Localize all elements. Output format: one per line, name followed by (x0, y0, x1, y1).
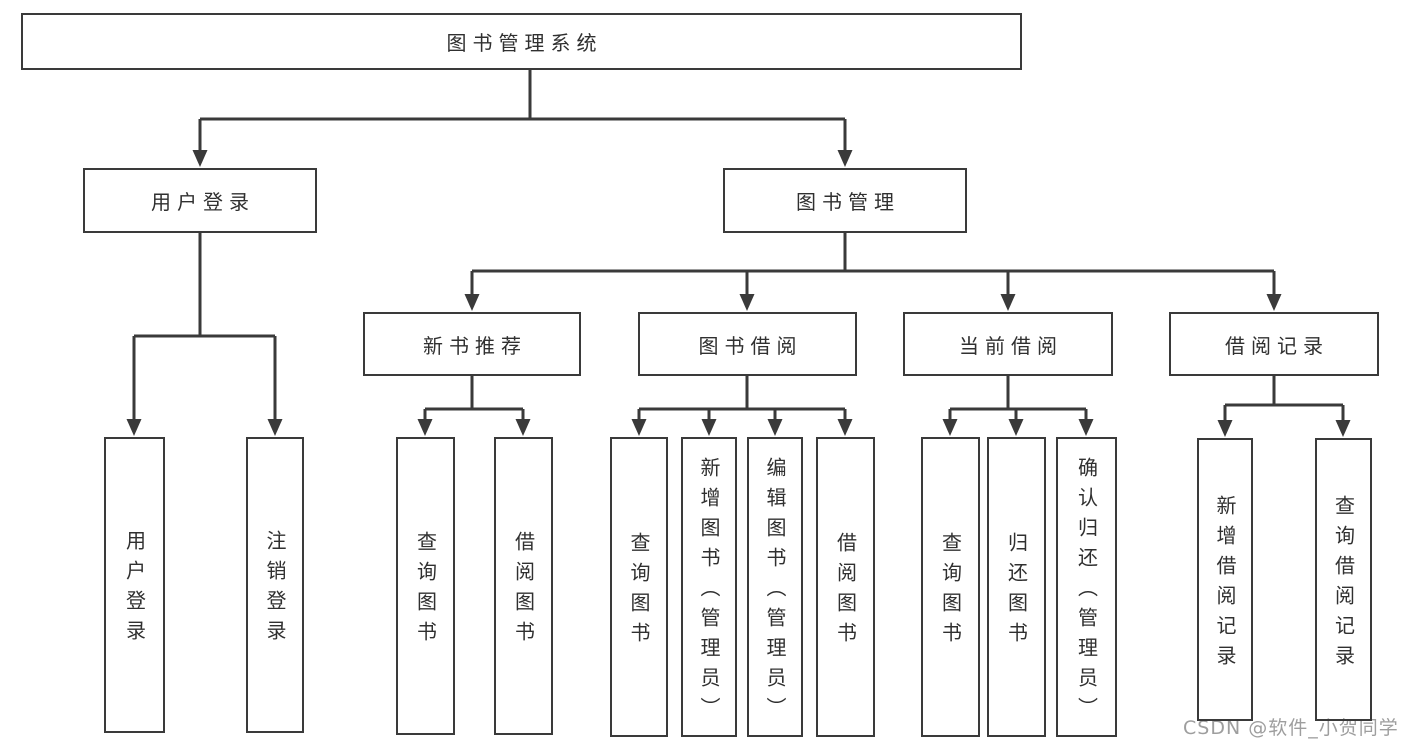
node-label: 新增借阅记录 (1213, 494, 1237, 675)
leaf-logout: 注销登录 (246, 437, 304, 733)
node-label: 查询图书 (627, 532, 651, 652)
arrowhead-icon (1335, 420, 1351, 437)
node-label: 用户登录 (151, 190, 255, 214)
leaf-borrow-books-2: 借阅图书 (816, 437, 875, 737)
node-book-management-branch: 图书管理 (723, 168, 967, 233)
node-label: 借阅记录 (1225, 333, 1329, 358)
connector-new-book-to-leaves (417, 376, 531, 436)
node-label: 当前借阅 (959, 333, 1063, 358)
node-label: 新书推荐 (423, 333, 527, 358)
connector-user-login-to-leaves (126, 233, 283, 436)
node-label: 用户登录 (122, 530, 147, 650)
connector-borrow-record-to-leaves (1217, 376, 1351, 437)
node-label: 查询图书 (413, 531, 438, 651)
arrowhead-icon (767, 419, 783, 436)
arrowhead-icon (701, 419, 717, 436)
connector-root-to-level2 (192, 70, 853, 167)
leaf-borrow-books-1: 借阅图书 (494, 437, 553, 735)
arrowhead-icon (417, 419, 433, 436)
leaf-query-books-1: 查询图书 (396, 437, 455, 735)
node-label: 图书借阅 (698, 333, 803, 358)
leaf-add-book-admin: 新增图书（管理员） (681, 437, 737, 737)
arrowhead-icon (739, 294, 755, 311)
arrowhead-icon (464, 294, 480, 311)
node-new-book-recommend: 新书推荐 (363, 312, 581, 376)
node-current-borrowing: 当前借阅 (903, 312, 1113, 376)
csdn-watermark: CSDN @软件_小贺同学 (1183, 717, 1399, 739)
leaf-query-books-2: 查询图书 (610, 437, 668, 737)
arrowhead-icon (942, 419, 958, 436)
connector-book-mgmt-to-level3 (464, 233, 1282, 311)
connector-book-borrow-to-leaves (631, 376, 853, 436)
leaf-query-books-3: 查询图书 (921, 437, 980, 737)
node-borrowing-records: 借阅记录 (1169, 312, 1379, 376)
node-user-login-branch: 用户登录 (83, 168, 317, 233)
leaf-query-borrow-record: 查询借阅记录 (1315, 438, 1372, 721)
node-label: 图书管理 (796, 190, 900, 214)
node-label: 确认归还（管理员） (1074, 457, 1099, 727)
arrowhead-icon (1078, 419, 1094, 436)
node-label: 归还图书 (1004, 532, 1029, 652)
arrowhead-icon (267, 419, 283, 436)
leaf-confirm-return-admin: 确认归还（管理员） (1056, 437, 1117, 737)
node-label: 借阅图书 (833, 532, 858, 652)
node-label: 编辑图书（管理员） (763, 457, 787, 727)
node-label: 借阅图书 (511, 531, 536, 651)
arrowhead-icon (837, 150, 853, 167)
connector-current-borrow-to-leaves (942, 376, 1094, 436)
node-label: 图书管理系统 (446, 31, 603, 55)
node-library-system-root: 图书管理系统 (21, 13, 1022, 70)
arrowhead-icon (515, 419, 531, 436)
leaf-add-borrow-record: 新增借阅记录 (1197, 438, 1253, 721)
arrowhead-icon (126, 419, 142, 436)
arrowhead-icon (837, 419, 853, 436)
arrowhead-icon (192, 150, 208, 167)
arrowhead-icon (1008, 419, 1024, 436)
leaf-return-book: 归还图书 (987, 437, 1046, 737)
node-label: 新增图书（管理员） (697, 457, 721, 727)
node-label: 查询图书 (938, 532, 963, 652)
node-label: 注销登录 (263, 530, 287, 650)
leaf-edit-book-admin: 编辑图书（管理员） (747, 437, 803, 737)
node-book-borrowing: 图书借阅 (638, 312, 857, 376)
arrowhead-icon (631, 419, 647, 436)
arrowhead-icon (1266, 294, 1282, 311)
arrowhead-icon (1217, 420, 1233, 437)
node-label: 查询借阅记录 (1331, 494, 1356, 675)
arrowhead-icon (1000, 294, 1016, 311)
leaf-user-login: 用户登录 (104, 437, 165, 733)
